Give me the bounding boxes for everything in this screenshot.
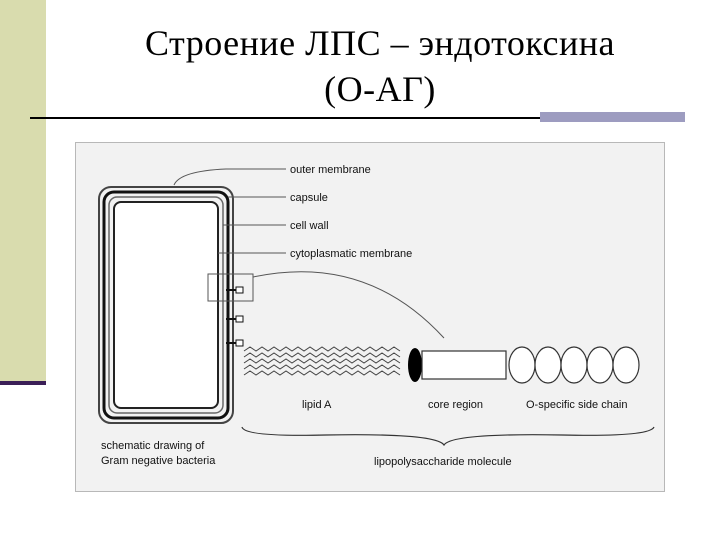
- title-divider: [30, 117, 580, 119]
- caption-line-1: schematic drawing of: [101, 440, 205, 452]
- sidebar-rule: [0, 381, 46, 385]
- leader-lines: [173, 168, 445, 339]
- magnified-region-box: [207, 273, 254, 302]
- label-cell-wall: cell wall: [290, 220, 329, 232]
- label-lps-molecule: lipopolysaccharide molecule: [374, 456, 512, 468]
- core-region-shape: [421, 350, 507, 380]
- lps-figure: outer membrane capsule cell wall cytopla…: [75, 142, 665, 492]
- label-cytoplasmatic-membrane: cytoplasmatic membrane: [290, 248, 412, 260]
- o-side-chain-units: [508, 346, 640, 384]
- label-outer-membrane: outer membrane: [290, 164, 371, 176]
- capsule-shape: [102, 190, 230, 420]
- outer-membrane-shape: [98, 186, 234, 424]
- bacterium-cell: [98, 186, 234, 424]
- label-o-specific-side-chain: O-specific side chain: [526, 399, 628, 411]
- title-line-1: Строение ЛПС – эндотоксина: [145, 23, 615, 63]
- sidebar-band: [0, 0, 46, 383]
- label-lipid-a: lipid A: [302, 399, 332, 411]
- cytoplasm-shape: [113, 201, 219, 409]
- slide-title: Строение ЛПС – эндотоксина (О-АГ): [60, 20, 700, 112]
- lipid-a-chains: [243, 346, 401, 376]
- caption-line-2: Gram negative bacteria: [101, 455, 216, 467]
- cell-wall-shape: [108, 196, 224, 414]
- title-line-2: (О-АГ): [324, 69, 436, 109]
- lps-diagram: outer membrane capsule cell wall cytopla…: [98, 164, 655, 468]
- lipid-a-head: [408, 348, 422, 382]
- lps-mini-markers: [226, 286, 244, 347]
- title-accent-bar: [540, 112, 685, 122]
- label-core-region: core region: [428, 399, 483, 411]
- label-capsule: capsule: [290, 192, 328, 204]
- molecule-brace: [241, 426, 655, 447]
